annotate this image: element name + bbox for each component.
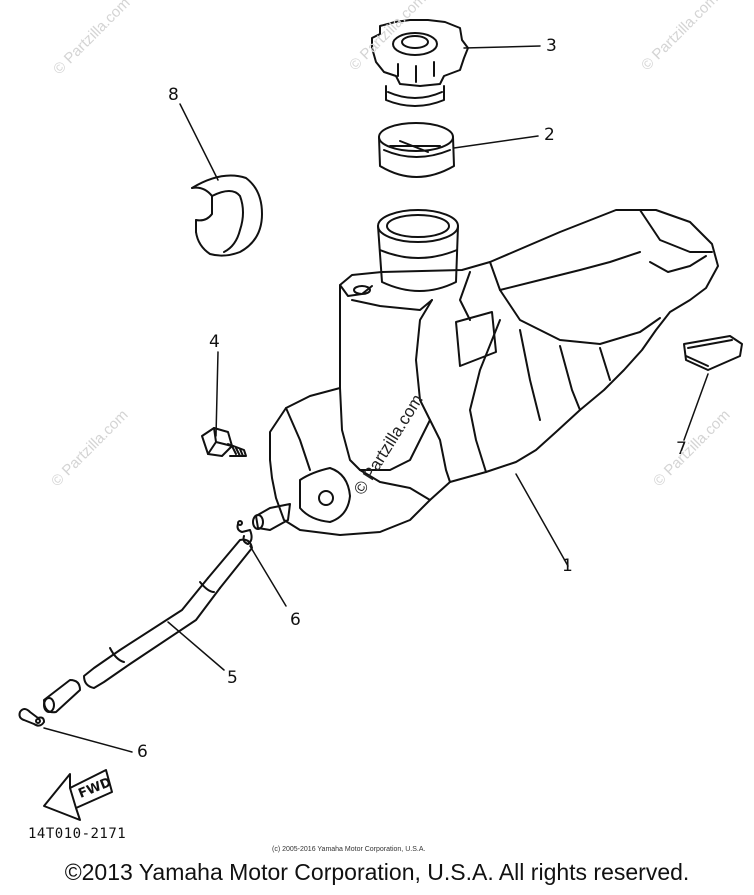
callout-2: 2 [544,125,555,145]
fuel-outlet [252,503,291,531]
leader-lines [43,45,709,753]
fwd-arrow-icon [43,769,113,821]
callout-6-upper: 6 [290,610,301,630]
fuel-hose [83,538,253,689]
tank-filler-neck [377,209,459,292]
callout-6-lower: 6 [137,742,148,762]
rubber-damper [191,174,263,257]
diagram-code: 14T010-2171 [28,826,127,842]
copyright-footer: ©2013 Yamaha Motor Corporation, U.S.A. A… [64,859,690,885]
callout-1: 1 [562,556,573,576]
callout-5: 5 [227,668,238,688]
tank-pad [683,335,743,371]
hose-fitting [43,679,81,714]
fuel-tank [269,209,719,536]
filler-ring [378,122,455,178]
small-copyright: (c) 2005-2016 Yamaha Motor Corporation, … [272,846,426,853]
callout-4: 4 [209,332,220,352]
hose-clamp-upper [236,520,253,545]
mounting-bolt [201,427,247,457]
callout-8: 8 [168,85,179,105]
callout-3: 3 [546,36,557,56]
hose-clamp-lower [18,708,45,727]
callout-7: 7 [676,439,687,459]
